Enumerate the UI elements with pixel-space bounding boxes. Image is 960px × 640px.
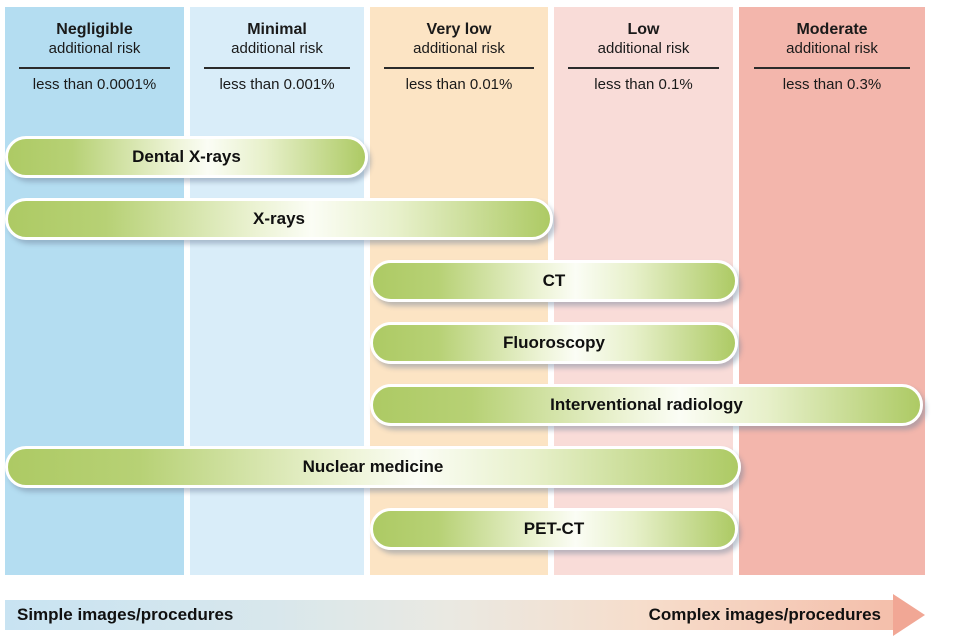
- procedure-pill-label: Interventional radiology: [550, 395, 743, 414]
- column-threshold: less than 0.001%: [219, 76, 335, 93]
- column-subtitle: additional risk: [413, 40, 505, 57]
- risk-column-moderate: Moderate additional risk less than 0.3%: [739, 7, 925, 575]
- column-title: Moderate: [796, 21, 868, 38]
- procedure-pill-label: Fluoroscopy: [502, 333, 605, 352]
- column-header: Low additional risk less than 0.1%: [554, 7, 733, 94]
- column-threshold: less than 0.1%: [594, 76, 693, 93]
- column-header: Moderate additional risk less than 0.3%: [739, 7, 925, 94]
- column-title: Negligible: [56, 21, 133, 38]
- arrow-right-icon: [893, 594, 925, 636]
- column-title: Minimal: [247, 21, 307, 38]
- column-subtitle: additional risk: [48, 40, 141, 57]
- axis-right-label: Complex images/procedures: [648, 605, 881, 624]
- column-divider-line: [568, 67, 719, 69]
- pill-pet-ct: PET-CT: [370, 508, 738, 550]
- procedure-pill-label: Nuclear medicine: [302, 457, 444, 476]
- pill-ct: CT: [370, 260, 738, 302]
- risk-column-minimal: Minimal additional risk less than 0.001%: [190, 7, 364, 575]
- column-divider-line: [203, 67, 351, 69]
- procedure-pill-label: PET-CT: [523, 519, 585, 538]
- column-subtitle: additional risk: [597, 40, 690, 57]
- column-title: Low: [627, 21, 660, 38]
- axis-left-label: Simple images/procedures: [17, 605, 234, 624]
- column-threshold: less than 0.3%: [782, 76, 882, 93]
- column-divider-line: [19, 67, 170, 69]
- column-header: Very low additional risk less than 0.01%: [370, 7, 548, 94]
- pill-x-rays: X-rays: [5, 198, 553, 240]
- column-subtitle: additional risk: [786, 40, 878, 57]
- complexity-axis-bar: Simple images/procedures Complex images/…: [5, 600, 893, 630]
- column-threshold: less than 0.0001%: [32, 76, 157, 93]
- risk-column-negligible: Negligible additional risk less than 0.0…: [5, 7, 184, 575]
- column-divider-line: [384, 67, 534, 69]
- pill-nuclear-medicine: Nuclear medicine: [5, 446, 741, 488]
- column-header: Negligible additional risk less than 0.0…: [5, 7, 184, 94]
- pill-fluoroscopy: Fluoroscopy: [370, 322, 738, 364]
- procedure-pill-label: Dental X-rays: [132, 147, 241, 166]
- column-divider-line: [753, 67, 911, 69]
- column-threshold: less than 0.01%: [405, 76, 513, 93]
- column-title: Very low: [426, 21, 492, 38]
- pill-interventional-radiology: Interventional radiology: [370, 384, 923, 426]
- column-subtitle: additional risk: [231, 40, 323, 57]
- procedure-pill-label: CT: [542, 271, 566, 290]
- procedure-pill-label: X-rays: [253, 209, 305, 228]
- pill-dental-x-rays: Dental X-rays: [5, 136, 368, 178]
- column-header: Minimal additional risk less than 0.001%: [190, 7, 364, 94]
